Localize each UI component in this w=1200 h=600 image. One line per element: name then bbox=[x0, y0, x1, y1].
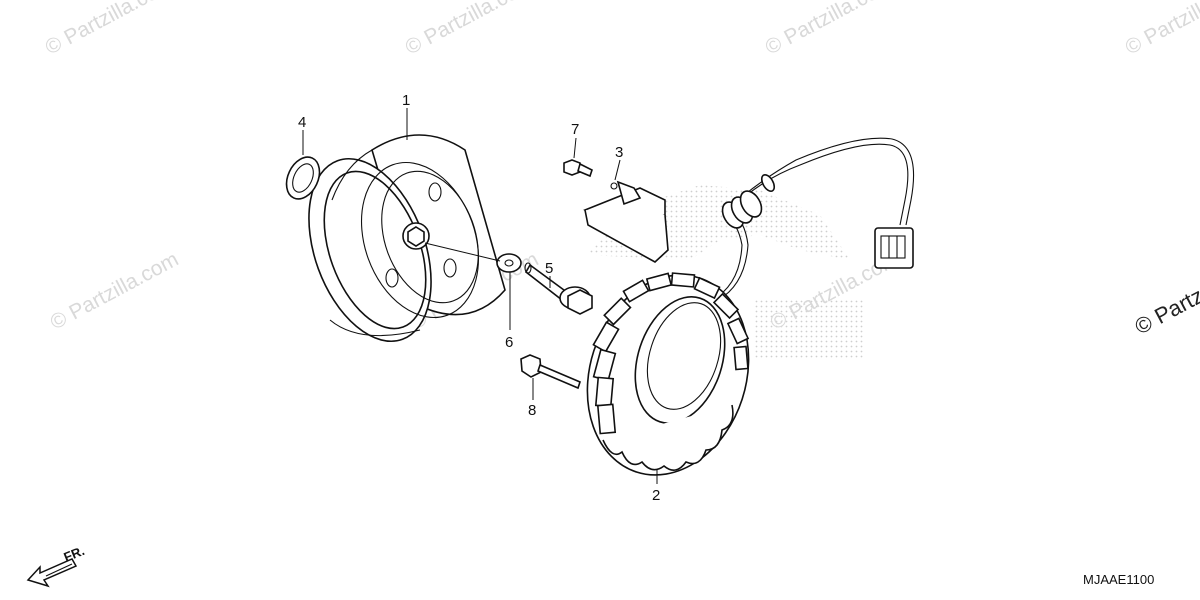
stator-pole-teeth bbox=[592, 272, 750, 471]
stator-part bbox=[586, 272, 750, 476]
front-direction-indicator: FR. bbox=[26, 543, 87, 588]
side-watermark-text: © Partz bbox=[1131, 283, 1200, 340]
watermark-text: © Partzilla.com bbox=[42, 0, 178, 59]
small-bolt-part bbox=[563, 159, 593, 178]
flange-bolt-part bbox=[524, 262, 593, 315]
callout-leaders bbox=[302, 108, 658, 484]
watermark-text: © Partzilla.com bbox=[762, 0, 898, 59]
watermark-text: © Partzilla.com bbox=[402, 0, 538, 59]
callout-3: 3 bbox=[615, 144, 623, 161]
long-screw-part bbox=[520, 354, 581, 390]
bracket-clamp-part bbox=[583, 180, 669, 263]
diagram-code: MJAAE1100 bbox=[1083, 572, 1154, 587]
callout-8: 8 bbox=[528, 402, 536, 419]
callout-7: 7 bbox=[571, 121, 579, 138]
watermark-text: © Partzilla.com bbox=[47, 248, 183, 335]
callout-labels: 1 2 3 4 5 6 7 8 bbox=[298, 92, 660, 504]
callout-2: 2 bbox=[652, 487, 660, 504]
callout-6: 6 bbox=[505, 334, 513, 351]
washer-part bbox=[496, 253, 522, 273]
assembly-axis-line bbox=[424, 242, 501, 262]
o-ring-part bbox=[285, 156, 321, 200]
front-label: FR. bbox=[62, 543, 87, 565]
callout-4: 4 bbox=[298, 114, 306, 131]
watermark-text: © Partzilla.com bbox=[1122, 0, 1200, 59]
watermark-group: © Partzilla.com © Partzilla.com © Partzi… bbox=[42, 0, 1200, 339]
front-arrow-icon bbox=[26, 558, 78, 588]
flywheel-rotor-part bbox=[308, 134, 506, 343]
callout-5: 5 bbox=[545, 260, 553, 277]
wire-harness-part bbox=[711, 137, 915, 301]
callout-1: 1 bbox=[402, 92, 410, 109]
